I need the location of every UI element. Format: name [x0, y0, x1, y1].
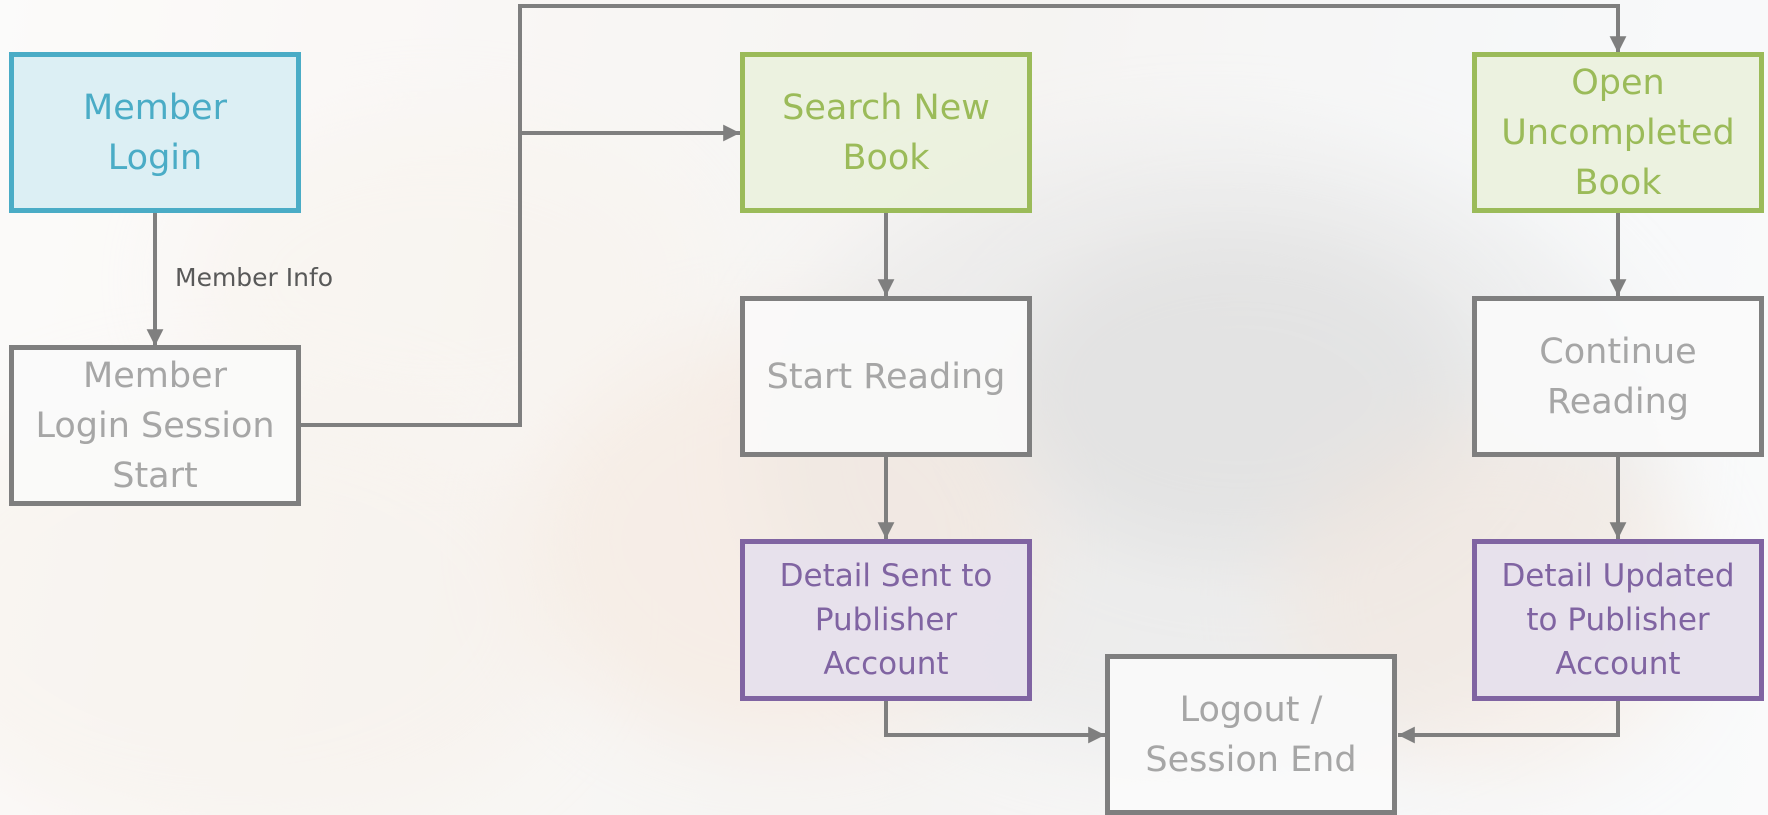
- node-open-uncompleted-book: Open Uncompleted Book: [1472, 52, 1764, 213]
- node-detail-updated-to-publisher: Detail Updated to Publisher Account: [1472, 539, 1764, 701]
- edge-detail-sent-to-logout: [884, 700, 1105, 744]
- node-start-reading: Start Reading: [740, 296, 1032, 457]
- node-search-new-book: Search New Book: [740, 52, 1032, 213]
- node-detail-sent-to-publisher: Detail Sent to Publisher Account: [740, 539, 1032, 701]
- node-member-login-session-start: Member Login Session Start: [9, 345, 301, 506]
- node-logout-session-end: Logout / Session End: [1105, 654, 1397, 815]
- edge-session-to-search: [300, 124, 740, 427]
- edge-label-member-info: Member Info: [175, 263, 334, 292]
- edge-detail-updated-to-logout: [1398, 700, 1620, 744]
- node-continue-reading: Continue Reading: [1472, 296, 1764, 457]
- node-member-login: Member Login: [9, 52, 301, 213]
- edge-session-to-open-uncompleted: [518, 4, 1627, 140]
